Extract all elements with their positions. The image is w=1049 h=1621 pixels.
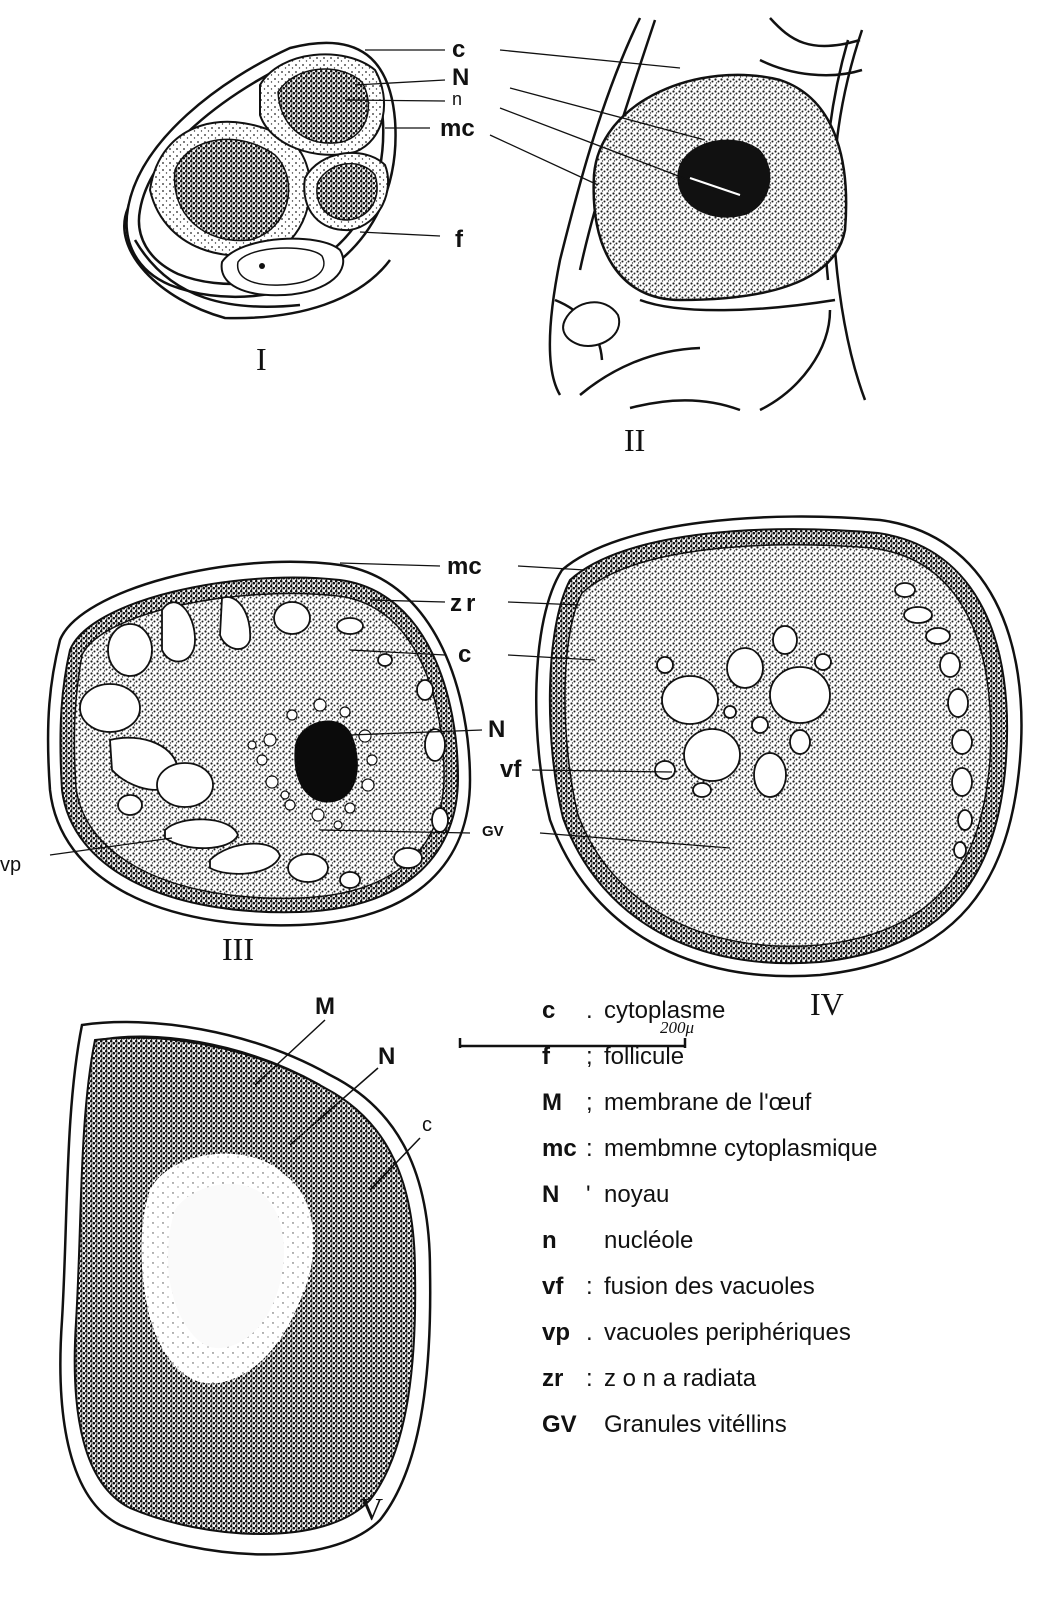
legend-abbr: mc — [542, 1135, 586, 1163]
legend-item: GV Granules vitéllins — [542, 1402, 1022, 1448]
legend-item: f;follicule — [542, 1034, 1022, 1080]
legend-separator: ' — [586, 1181, 604, 1209]
label-c-mid: c — [458, 643, 471, 667]
label-c-top: c — [452, 38, 465, 62]
legend-separator: ; — [586, 1089, 604, 1117]
panel-v — [60, 1022, 430, 1554]
legend: c.cytoplasme f;follicule M;membrane de l… — [542, 988, 1022, 1448]
legend-abbr: vf — [542, 1273, 586, 1301]
legend-item: M;membrane de l'œuf — [542, 1080, 1022, 1126]
legend-item: N'noyau — [542, 1172, 1022, 1218]
legend-separator: : — [586, 1273, 604, 1301]
legend-item: zr:z o n a radiata — [542, 1356, 1022, 1402]
label-n-top: n — [452, 90, 462, 108]
label-mc-top: mc — [440, 117, 475, 141]
panel-v-numeral: V — [360, 1493, 383, 1525]
label-N-bottom: N — [378, 1045, 395, 1069]
legend-abbr: N — [542, 1181, 586, 1209]
label-vf: vf — [500, 758, 521, 782]
label-gv: GV — [482, 824, 504, 839]
legend-item: n nucléole — [542, 1218, 1022, 1264]
legend-separator: ; — [586, 1043, 604, 1071]
legend-abbr: vp — [542, 1319, 586, 1347]
label-mc-mid: mc — [447, 555, 482, 579]
legend-separator: : — [586, 1135, 604, 1163]
panel-iii-numeral: III — [222, 933, 254, 965]
panel-i-numeral: I — [256, 343, 267, 375]
legend-description: follicule — [604, 1043, 684, 1071]
panel-ii-numeral: II — [624, 424, 645, 456]
legend-description: membmne cytoplasmique — [604, 1135, 877, 1163]
legend-abbr: c — [542, 997, 586, 1025]
legend-description: Granules vitéllins — [604, 1411, 787, 1439]
label-M: M — [315, 995, 335, 1019]
legend-description: cytoplasme — [604, 997, 725, 1025]
legend-abbr: f — [542, 1043, 586, 1071]
legend-abbr: n — [542, 1227, 586, 1255]
legend-abbr: M — [542, 1089, 586, 1117]
label-vp: vp — [0, 855, 21, 875]
label-f: f — [455, 228, 463, 252]
legend-description: fusion des vacuoles — [604, 1273, 815, 1301]
legend-description: z o n a radiata — [604, 1365, 756, 1393]
legend-description: noyau — [604, 1181, 669, 1209]
panel-iii — [48, 562, 470, 926]
legend-item: vf:fusion des vacuoles — [542, 1264, 1022, 1310]
legend-item: vp.vacuoles periphériques — [542, 1310, 1022, 1356]
legend-description: nucléole — [604, 1227, 693, 1255]
label-c-bottom: c — [422, 1115, 432, 1135]
legend-separator: . — [586, 997, 604, 1025]
panel-i-cells — [150, 54, 388, 295]
panel-iv — [536, 517, 1021, 977]
label-N-top: N — [452, 66, 469, 90]
label-zr-mid: zr — [450, 592, 479, 616]
legend-abbr: GV — [542, 1411, 586, 1439]
legend-separator: : — [586, 1365, 604, 1393]
legend-item: mc:membmne cytoplasmique — [542, 1126, 1022, 1172]
legend-description: vacuoles periphériques — [604, 1319, 851, 1347]
legend-abbr: zr — [542, 1365, 586, 1393]
label-N-mid: N — [488, 718, 505, 742]
legend-separator: . — [586, 1319, 604, 1347]
legend-description: membrane de l'œuf — [604, 1089, 811, 1117]
legend-item: c.cytoplasme — [542, 988, 1022, 1034]
